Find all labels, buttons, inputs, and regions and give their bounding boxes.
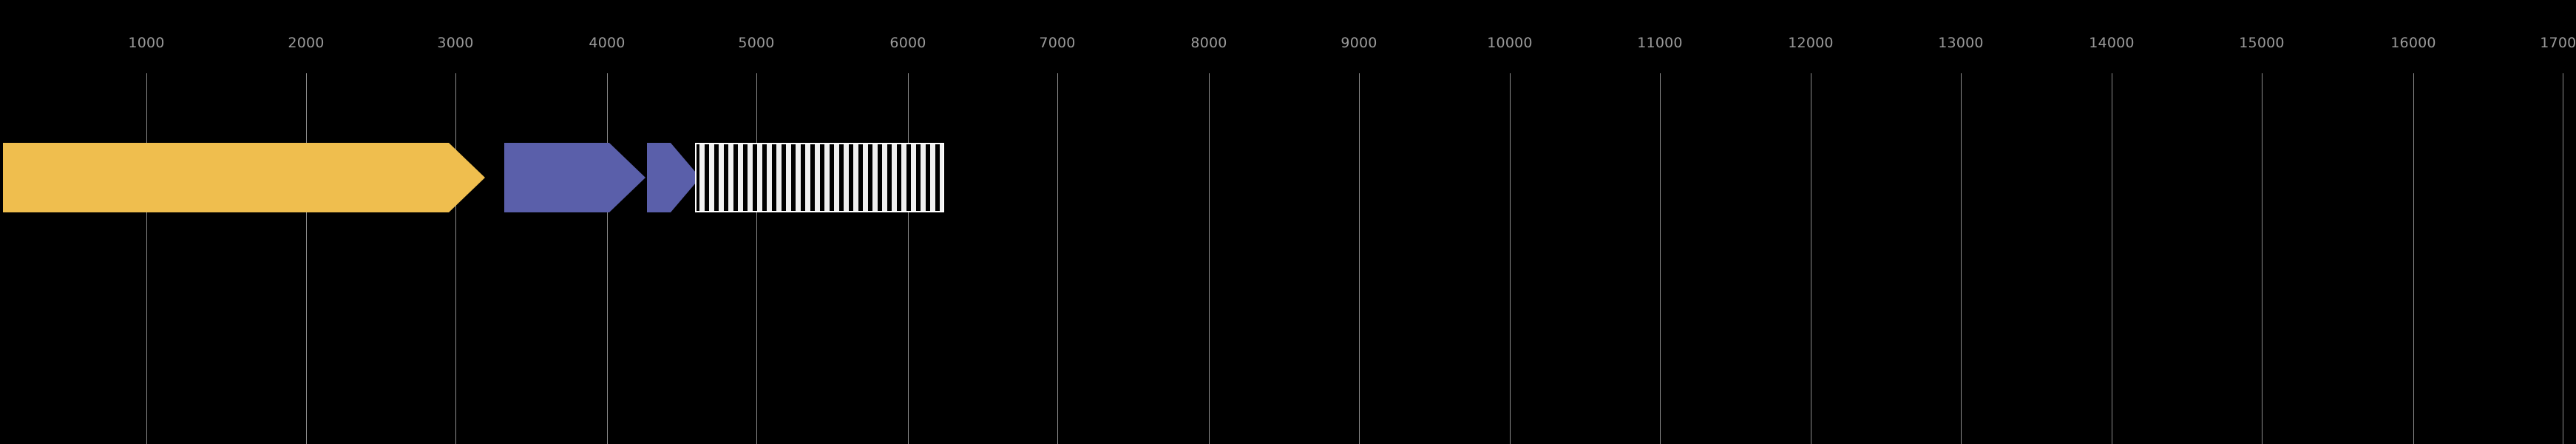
axis-gridline	[607, 73, 608, 444]
gene-arrow-shape	[504, 143, 645, 212]
gene-arrow-shape	[647, 143, 700, 212]
axis-tick-label: 5000	[738, 35, 775, 51]
gene-1-2[interactable]	[504, 143, 645, 212]
axis-tick-label: 17000	[2540, 35, 2576, 51]
axis-gridline	[1209, 73, 1210, 444]
axis-gridline	[1359, 73, 1360, 444]
axis-tick-label: 13000	[1938, 35, 1984, 51]
axis-tick-label: 15000	[2239, 35, 2285, 51]
axis-gridline	[908, 73, 909, 444]
axis-gridline	[306, 73, 307, 444]
axis-tick-label: 7000	[1039, 35, 1076, 51]
axis-tick-label: 12000	[1788, 35, 1834, 51]
gene-arrow-shape	[3, 143, 485, 212]
gene-1-4-hatched-region[interactable]	[695, 143, 944, 212]
axis-tick-label: 11000	[1637, 35, 1683, 51]
axis-tick-label: 3000	[437, 35, 474, 51]
axis-tick-label: 8000	[1190, 35, 1227, 51]
gene-1-1[interactable]	[3, 143, 485, 212]
axis-tick-label: 10000	[1487, 35, 1533, 51]
axis-tick-label: 4000	[589, 35, 626, 51]
axis-gridline	[1510, 73, 1511, 444]
axis-gridline	[146, 73, 147, 444]
axis-gridline	[756, 73, 757, 444]
axis-tick-label: 9000	[1340, 35, 1377, 51]
axis-tick-label: 1000	[128, 35, 165, 51]
axis-gridline	[455, 73, 456, 444]
axis-tick-label: 16000	[2390, 35, 2436, 51]
axis-gridline	[2413, 73, 2414, 444]
axis-tick-label: 6000	[889, 35, 926, 51]
track-1	[0, 143, 2576, 212]
gene-1-3[interactable]	[647, 143, 700, 212]
axis-gridline	[1961, 73, 1962, 444]
axis-gridline	[1057, 73, 1058, 444]
axis-tick-label: 2000	[288, 35, 325, 51]
axis-tick-label: 14000	[2089, 35, 2135, 51]
axis-gridline	[2262, 73, 2263, 444]
axis-gridline	[1660, 73, 1661, 444]
